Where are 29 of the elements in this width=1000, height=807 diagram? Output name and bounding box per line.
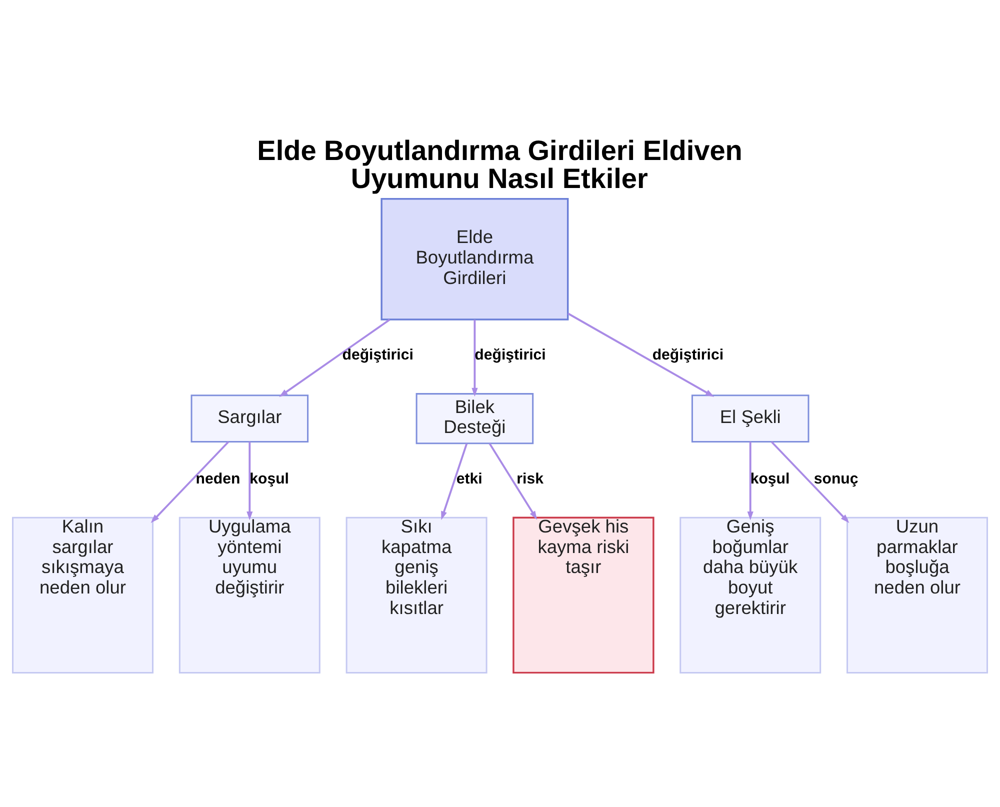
edge-label: koşul — [750, 470, 790, 488]
edge-label: koşul — [250, 470, 289, 488]
arrow — [747, 442, 754, 520]
node-box: Elde Boyutlandırma Girdileri — [380, 198, 569, 320]
edge-label: sonuç — [814, 470, 858, 488]
node-box: Sıkı kapatma geniş bilekleri kısıtlar — [346, 516, 488, 674]
arrow — [568, 312, 714, 397]
arrow — [441, 443, 468, 520]
arrow — [488, 443, 538, 520]
arrow — [279, 318, 390, 397]
node-box: El Şekli — [691, 394, 810, 442]
edge-label: değiştirici — [474, 346, 546, 364]
node-box: Gevşek his kayma riski taşır — [512, 516, 654, 674]
node-box: Bilek Desteği — [416, 393, 534, 444]
diagram-title: Elde Boyutlandırma Girdileri Eldiven Uyumunu Nasıl Etkiler — [257, 134, 742, 194]
node-box: Kalın sargılar sıkışmaya neden olur — [12, 516, 154, 674]
edge-label: etki — [456, 470, 482, 488]
edge-label: değiştirici — [342, 346, 414, 364]
arrow — [150, 441, 230, 523]
edge-label: risk — [516, 470, 544, 488]
edge-label: neden — [196, 470, 240, 488]
arrow — [246, 442, 253, 520]
arrow — [770, 441, 850, 523]
node-box: Uzun parmaklar boşluğa neden olur — [846, 516, 988, 674]
node-box: Sargılar — [190, 394, 309, 442]
node-box: Geniş boğumlar daha büyük boyut gerektirir — [680, 516, 822, 674]
node-box: Uygulama yöntemi uyumu değiştirir — [178, 516, 320, 674]
edge-label: değiştirici — [652, 346, 724, 364]
arrow — [472, 320, 478, 397]
